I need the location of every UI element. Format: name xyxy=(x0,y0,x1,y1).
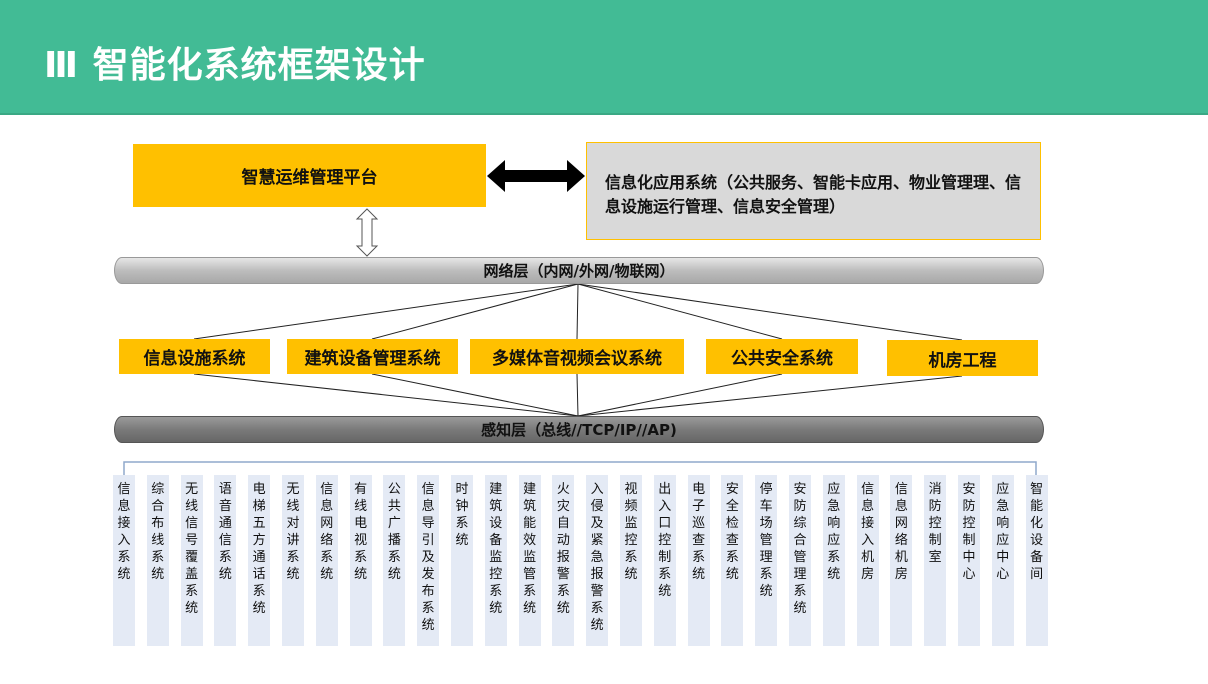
connector-line xyxy=(577,375,963,417)
subsystem-box: 机房工程 xyxy=(887,340,1038,376)
system-item: 公共广播系统 xyxy=(383,475,406,646)
system-item: 安防控制中心 xyxy=(958,475,980,646)
system-item: 时钟系统 xyxy=(451,475,473,646)
subsystem-box: 信息设施系统 xyxy=(119,339,270,374)
network-layer-bar: 网络层（内网/外网/物联网） xyxy=(114,257,1044,284)
system-item: 信息导引及发布系统 xyxy=(417,475,440,646)
system-item: 电子巡查系统 xyxy=(687,475,710,646)
system-item: 智能化设备间 xyxy=(1025,475,1048,646)
connector-line xyxy=(193,283,579,340)
connector-line xyxy=(576,373,579,417)
perception-layer-bar: 感知层（总线//TCP/IP//AP) xyxy=(114,416,1044,443)
page-title: Ⅲ 智能化系统框架设计 xyxy=(44,45,426,86)
connector-line xyxy=(577,283,783,340)
system-item: 信息网络机房 xyxy=(890,475,913,646)
system-item: 无线信号覆盖系统 xyxy=(180,475,203,646)
double-arrow-icon xyxy=(487,160,585,192)
header-bar: Ⅲ 智能化系统框架设计 xyxy=(0,0,1208,115)
system-item: 火灾自动报警系统 xyxy=(552,475,575,646)
system-item: 安全检查系统 xyxy=(721,475,744,646)
system-item: 电梯五方通话系统 xyxy=(248,475,271,646)
system-item: 信息接入系统 xyxy=(113,475,135,646)
connector-line xyxy=(577,283,963,341)
system-item: 信息网络系统 xyxy=(315,475,338,646)
system-item: 入侵及紧急报警系统 xyxy=(586,475,609,646)
system-item: 综合布线系统 xyxy=(146,475,169,646)
vertical-double-arrow-icon xyxy=(355,208,379,257)
connector-line xyxy=(576,283,579,340)
system-item: 信息接入机房 xyxy=(856,475,879,646)
system-item: 出入口控制系统 xyxy=(653,475,676,646)
system-item: 有线电视系统 xyxy=(349,475,372,646)
subsystem-box: 多媒体音视频会议系统 xyxy=(470,339,684,374)
connector-line xyxy=(371,283,579,340)
ops-platform-box: 智慧运维管理平台 xyxy=(133,144,486,207)
bracket-line xyxy=(123,461,1037,475)
subsystem-box: 建筑设备管理系统 xyxy=(287,339,458,374)
system-item: 应急响应系统 xyxy=(822,475,845,646)
subsystem-box: 公共安全系统 xyxy=(706,339,858,374)
system-item: 视频监控系统 xyxy=(620,475,642,646)
system-item: 无线对讲系统 xyxy=(282,475,304,646)
apps-box: 信息化应用系统（公共服务、智能卡应用、物业管理理、信息设施运行管理、信息安全管理… xyxy=(586,142,1041,240)
system-item: 应急响应中心 xyxy=(991,475,1014,646)
system-item: 停车场管理系统 xyxy=(755,475,778,646)
system-item: 建筑能效监管系统 xyxy=(518,475,541,646)
system-item: 安防综合管理系统 xyxy=(789,475,811,646)
system-item: 建筑设备监控系统 xyxy=(484,475,507,646)
system-item: 消防控制室 xyxy=(924,475,947,646)
system-item: 语音通信系统 xyxy=(214,475,237,646)
connector-line xyxy=(193,373,579,417)
connector-line xyxy=(577,373,783,417)
connector-line xyxy=(371,373,579,417)
